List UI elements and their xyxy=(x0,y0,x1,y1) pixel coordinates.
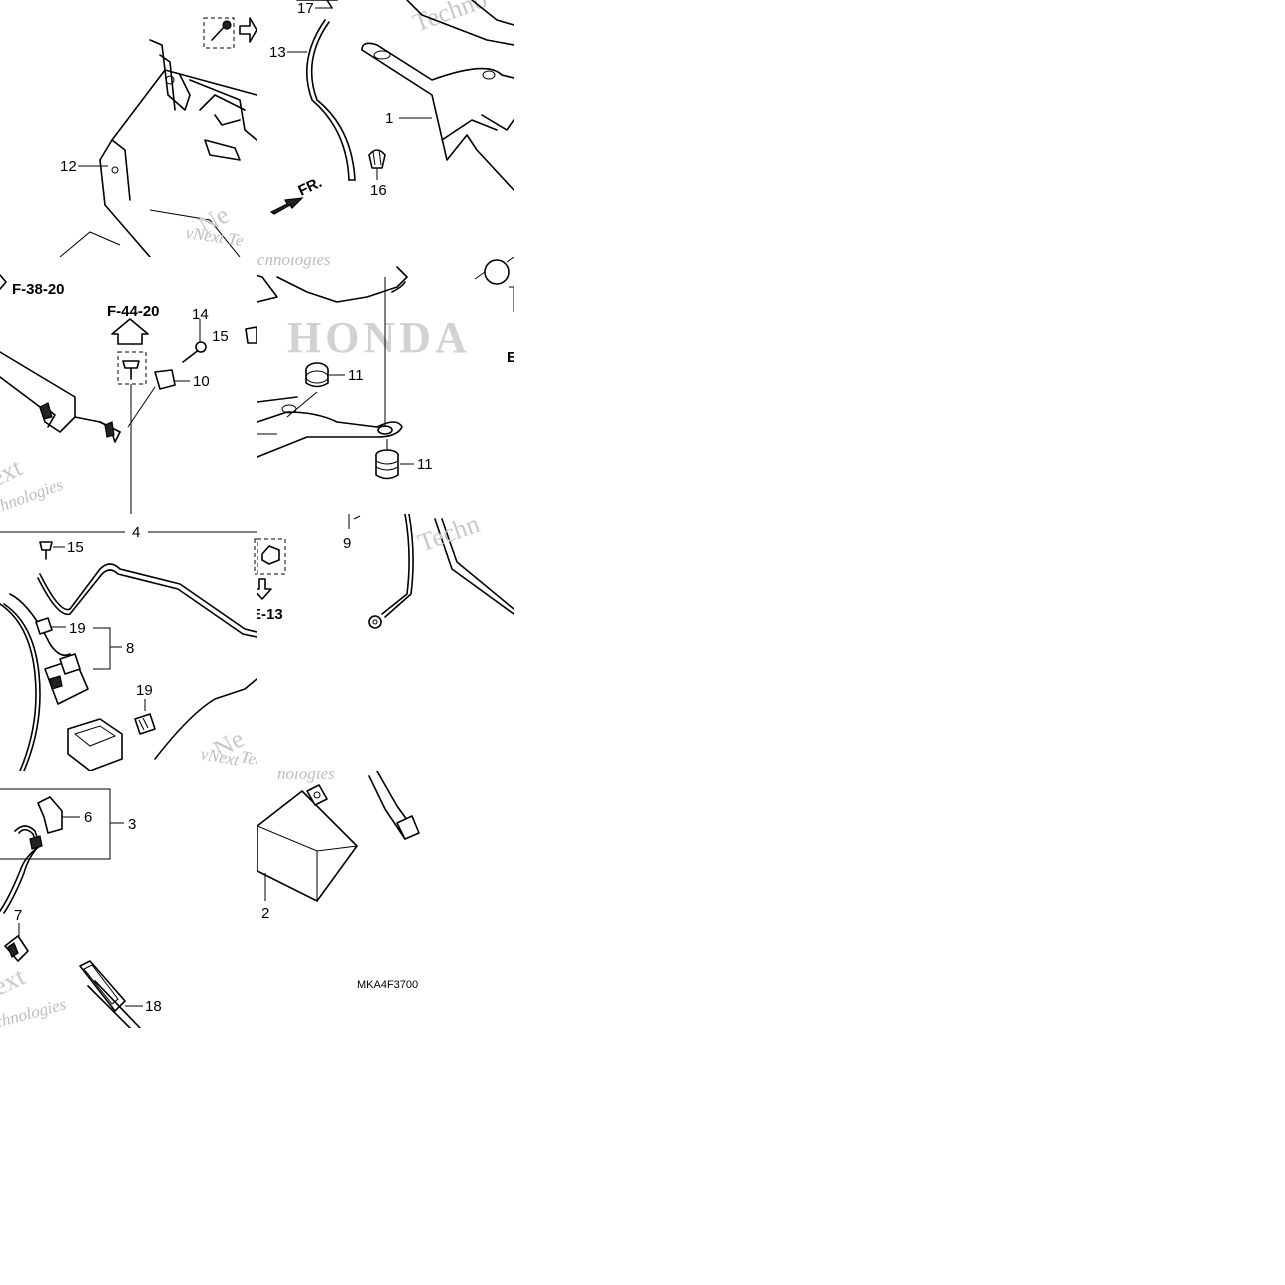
callout-15-mid: 15 xyxy=(67,539,84,556)
battery-terminal xyxy=(306,784,328,806)
terminal-cap xyxy=(37,796,63,834)
callout-7: 7 xyxy=(14,907,22,924)
rubber-mounts-drawing: HONDA chnologies E 5 11 xyxy=(257,257,514,480)
clamp-part xyxy=(368,149,386,169)
watermark-logies: nologies xyxy=(277,771,335,783)
tile-battery-tray: 12 vNext Te Ne xyxy=(0,0,257,257)
watermark-techn: Techn xyxy=(414,514,483,558)
callout-12: 12 xyxy=(60,158,77,175)
battery-body xyxy=(257,790,358,902)
callout-9: 9 xyxy=(343,535,351,552)
tile-bracket: Techno 13 17 1 16 xyxy=(257,0,514,257)
tile-rubber-mounts: HONDA chnologies E 5 11 xyxy=(257,257,514,514)
terminal-ring xyxy=(368,615,382,629)
nut-dashed-box xyxy=(257,538,286,575)
nut-icon xyxy=(261,545,280,565)
watermark-tec-tile5: Tec xyxy=(239,747,257,770)
ref-e13: E-13 xyxy=(257,606,283,623)
battery-drawing: nologies 2 MKA4F3700 xyxy=(257,771,420,991)
ref-f4420: F-44-20 xyxy=(107,303,160,320)
callout-11-lower: 11 xyxy=(417,456,433,473)
callout-8: 8 xyxy=(126,640,134,657)
nut-part xyxy=(484,259,510,285)
ref-f3820: F-38-20 xyxy=(12,281,65,298)
diagram-code: MKA4F3700 xyxy=(357,979,418,991)
connector-19 xyxy=(35,617,53,635)
watermark-chnologies: chnologies xyxy=(0,994,69,1028)
callout-18: 18 xyxy=(145,998,162,1015)
screw-head xyxy=(122,360,140,369)
callout-19-right: 19 xyxy=(136,682,153,699)
tile-cable: E-13 9 Techn xyxy=(257,514,514,771)
front-label: FR. xyxy=(296,174,325,200)
callout-15-top: 15 xyxy=(212,328,229,345)
callout-11-upper: 11 xyxy=(348,367,364,384)
arrow-left-ref-icon xyxy=(0,274,7,290)
battery-strap xyxy=(79,960,126,1012)
tile-battery: nologies 2 MKA4F3700 xyxy=(257,771,514,1028)
callout-2: 2 xyxy=(261,905,269,922)
terminal-cover-drawing: 3 6 7 18 ext chnologies xyxy=(0,788,162,1028)
tile-terminal-cover: 3 6 7 18 ext chnologies xyxy=(0,771,257,1028)
screw-dashed-box xyxy=(117,351,147,385)
arrow-right-icon xyxy=(239,17,257,43)
wire-harness-drawing: 4 15 19 8 19 xyxy=(0,524,257,771)
tile-fasteners: F-38-20 F-44-20 14 10 15 xyxy=(0,257,257,514)
watermark-honda: HONDA xyxy=(287,313,471,362)
battery-tray-drawing: 12 vNext Te Ne xyxy=(59,17,257,257)
bolt-dashed-box xyxy=(203,17,235,49)
cable-drawing: E-13 9 Techn xyxy=(257,514,514,629)
callout-3: 3 xyxy=(128,816,136,833)
arrow-up-icon xyxy=(111,318,149,345)
callout-17: 17 xyxy=(297,0,314,17)
grommet-part xyxy=(154,369,176,390)
callout-10: 10 xyxy=(193,373,210,390)
connector-19b xyxy=(134,713,156,735)
bracket-drawing: Techno 13 17 1 16 xyxy=(269,0,514,215)
callout-14: 14 xyxy=(192,306,209,323)
callout-16: 16 xyxy=(370,182,387,199)
callout-4: 4 xyxy=(132,524,140,541)
callout-19-left: 19 xyxy=(69,620,86,637)
watermark-next: ext xyxy=(0,452,27,492)
callout-13: 13 xyxy=(269,44,286,61)
watermark-top: chnologies xyxy=(257,257,331,269)
callout-1: 1 xyxy=(385,110,393,127)
arrow-down-icon xyxy=(257,578,272,600)
fasteners-drawing: F-38-20 F-44-20 14 10 15 xyxy=(0,274,257,514)
socket-part xyxy=(67,718,123,771)
ref-e-right: E xyxy=(507,349,514,366)
callout-6: 6 xyxy=(84,809,92,826)
tile-wire-harness: 4 15 19 8 19 xyxy=(0,514,257,771)
watermark-ext: ext xyxy=(0,961,30,1001)
front-arrow-icon xyxy=(269,197,304,215)
